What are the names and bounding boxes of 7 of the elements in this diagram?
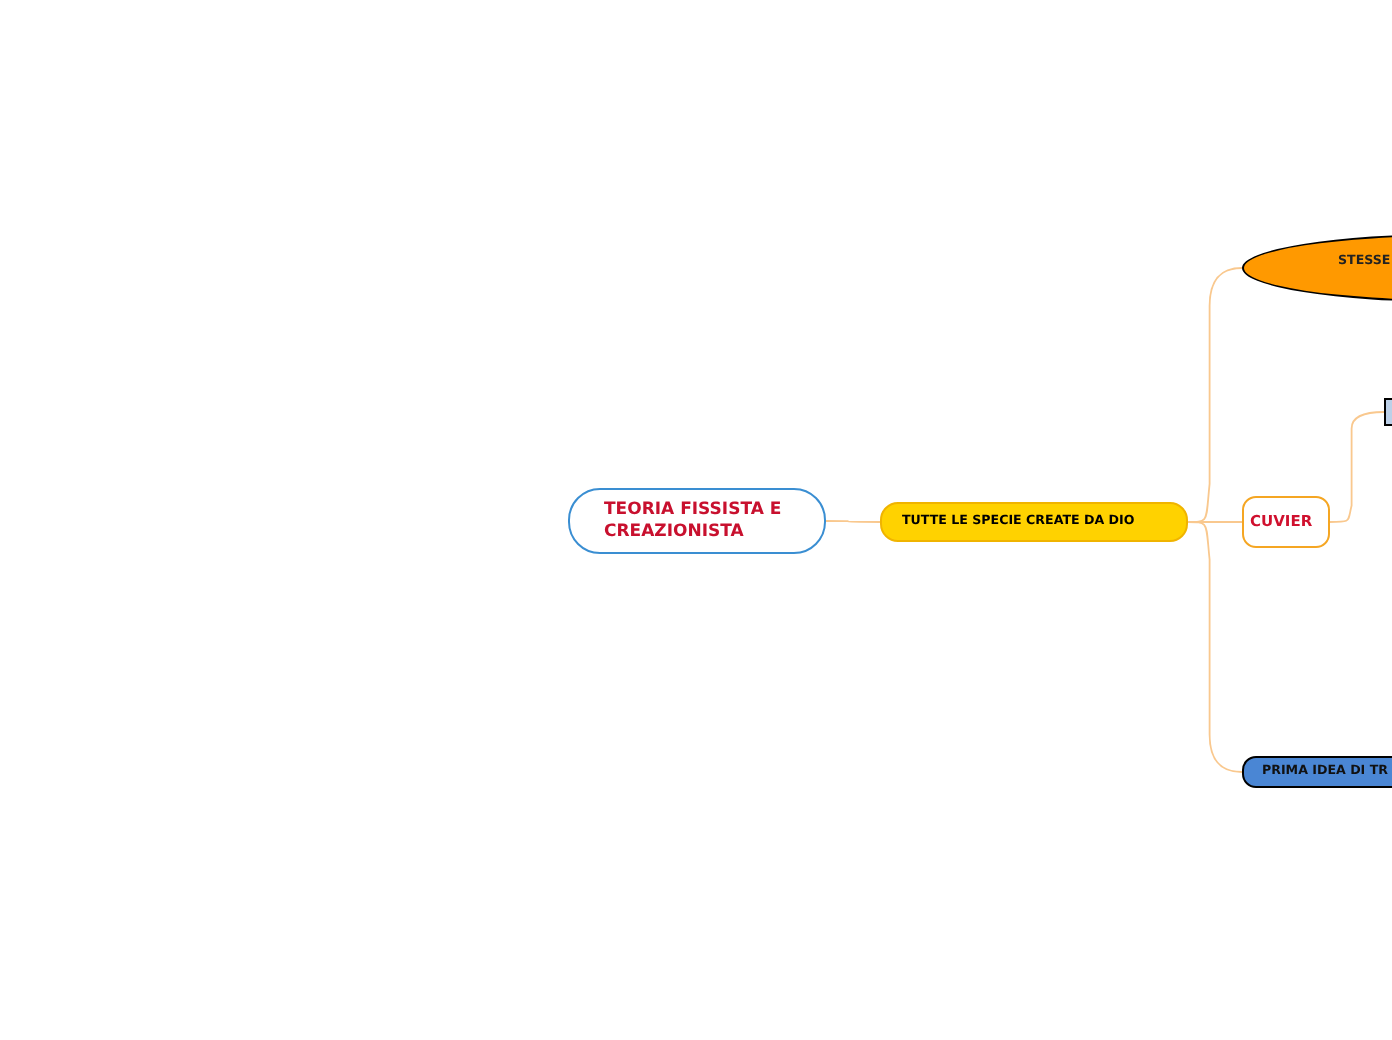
connector-line: [1329, 411, 1385, 523]
topic-box: [880, 502, 1188, 542]
connector-line: [825, 520, 881, 523]
connector-line: [1187, 521, 1243, 773]
topic-box: [1242, 496, 1330, 548]
topic-box: [568, 488, 826, 554]
topic-label: TEORIA FISSISTA E CREAZIONISTA: [604, 500, 784, 543]
